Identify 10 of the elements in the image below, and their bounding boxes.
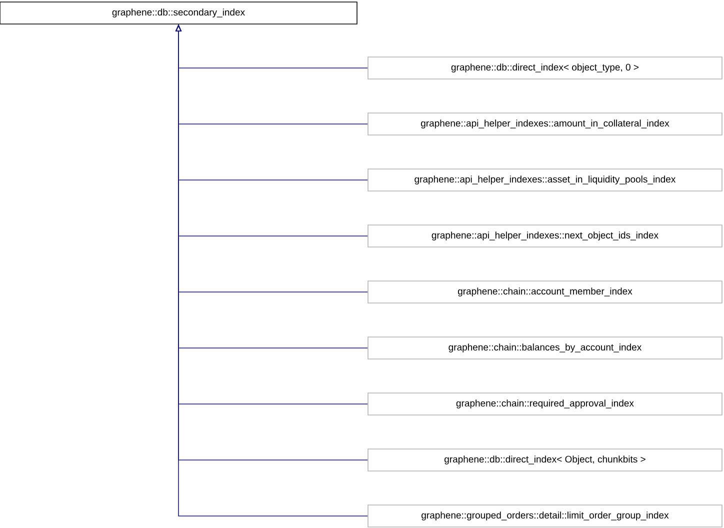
class-box: graphene::db::direct_index< object_type, 0 >: [368, 56, 722, 80]
class-box: graphene::db::secondary_index: [0, 2, 358, 24]
class-box: graphene::api_helper_indexes::amount_in_collateral_index: [368, 112, 722, 136]
class-box: graphene::chain::account_member_index: [368, 280, 722, 304]
class-box: graphene::db::direct_index< Object, chunkbits >: [368, 448, 722, 472]
class-box: graphene::chain::balances_by_account_index: [368, 336, 722, 360]
class-box: graphene::api_helper_indexes::asset_in_liquidity_pools_index: [368, 168, 722, 192]
class-box: graphene::api_helper_indexes::next_object_ids_index: [368, 224, 722, 248]
class-box: graphene::grouped_orders::detail::limit_order_group_index: [368, 504, 722, 528]
class-box: graphene::chain::required_approval_index: [368, 392, 722, 416]
